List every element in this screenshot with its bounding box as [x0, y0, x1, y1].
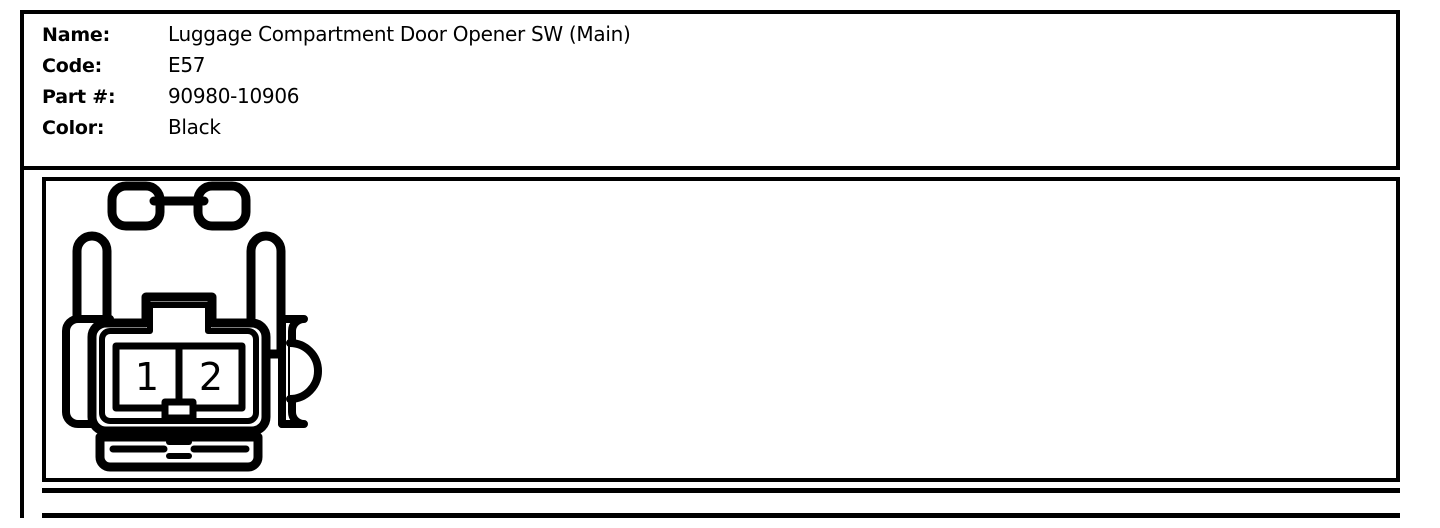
right-lobe-d-tab: [286, 339, 322, 403]
info-value-name: Luggage Compartment Door Opener SW (Main…: [168, 22, 631, 46]
info-label-color: Color:: [42, 117, 105, 139]
connector-diagram-panel: 1 2: [42, 177, 1400, 482]
center-latch-notch: [161, 398, 197, 422]
connector-drawing: 1 2: [46, 181, 336, 478]
top-left-locking-ear: [107, 181, 165, 231]
top-right-locking-ear: [193, 181, 251, 231]
info-value-part-number: 90980-10906: [168, 84, 300, 108]
bottom-skirt: [95, 432, 263, 472]
footer-band: [42, 488, 1400, 518]
info-label-code: Code:: [42, 55, 103, 77]
info-row-color: Color: Black: [42, 115, 1382, 146]
info-row-part-number: Part #: 90980-10906: [42, 84, 1382, 115]
info-row-name: Name: Luggage Compartment Door Opener SW…: [42, 22, 1382, 53]
connector-info-box: Name: Luggage Compartment Door Opener SW…: [20, 10, 1400, 170]
info-value-color: Black: [168, 115, 221, 139]
connector-face-view-svg: 1 2: [62, 181, 322, 472]
pin-number-2: 2: [199, 355, 223, 399]
info-row-code: Code: E57: [42, 53, 1382, 84]
frame-left-spine: [20, 170, 24, 518]
info-value-code: E57: [168, 53, 206, 77]
connector-body-inner: [99, 302, 259, 424]
pin-number-1: 1: [135, 355, 159, 399]
info-label-part-number: Part #:: [42, 86, 116, 108]
info-label-name: Name:: [42, 24, 111, 46]
connector-info-rows: Name: Luggage Compartment Door Opener SW…: [42, 22, 1382, 146]
